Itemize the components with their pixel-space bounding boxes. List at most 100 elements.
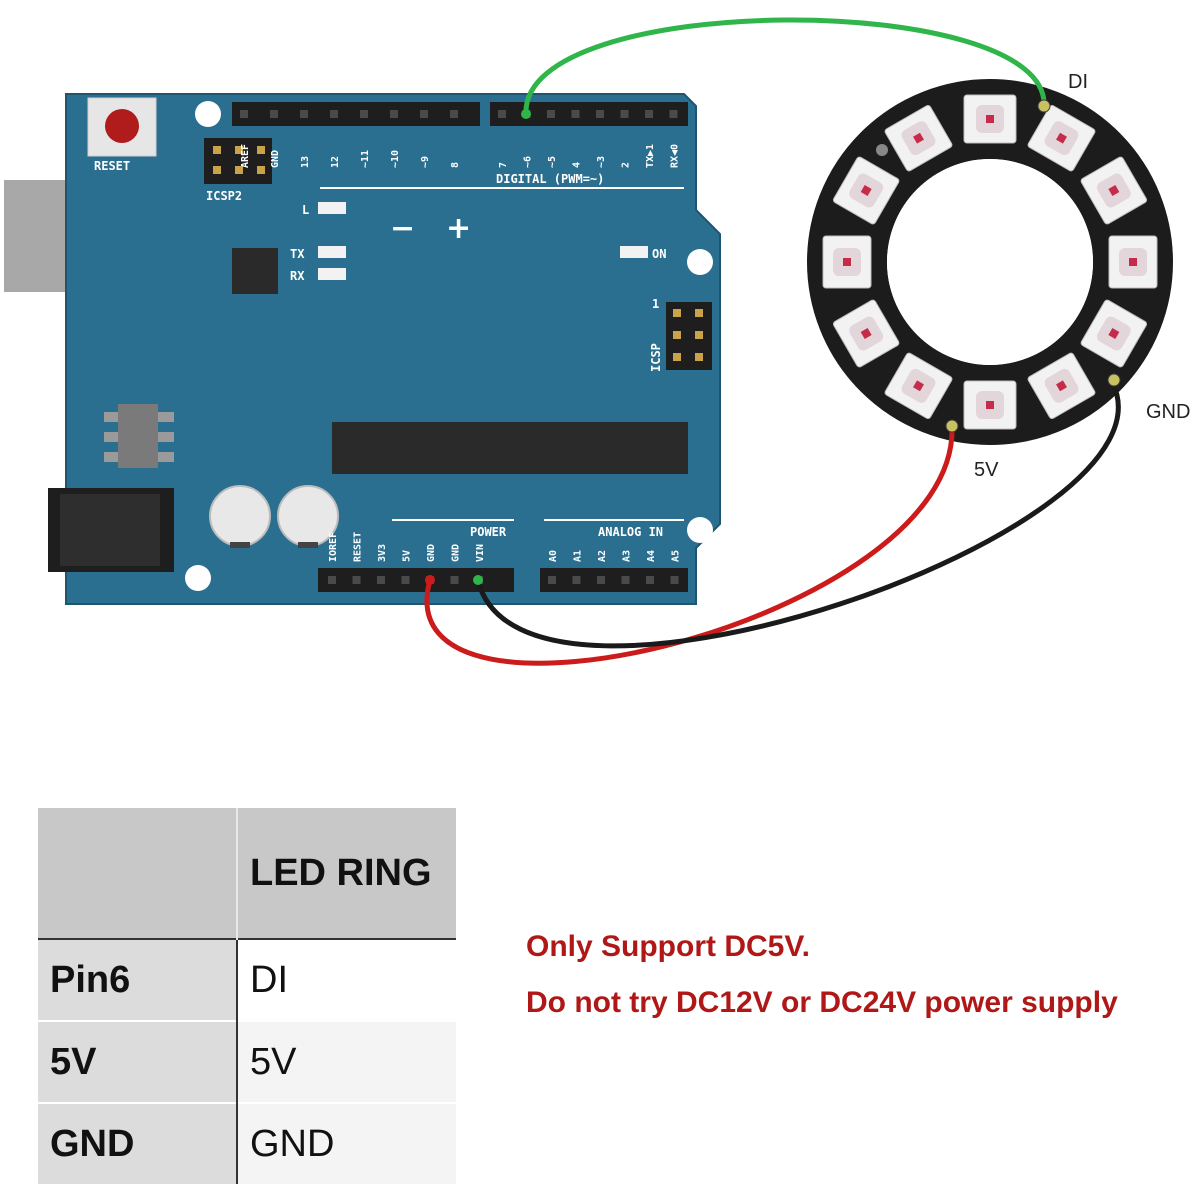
l-led xyxy=(318,202,346,214)
table-cell: GND xyxy=(237,1102,456,1184)
analog-pin-label: A1 xyxy=(573,550,584,562)
voltage-warning: Do not try DC12V or DC24V power supply xyxy=(526,986,1118,1019)
digital-pin-hole xyxy=(571,110,580,118)
ring-led xyxy=(1080,299,1148,368)
minus-mark: − xyxy=(390,211,415,246)
table-row-label: Pin6 xyxy=(38,938,238,1021)
icsp2-label: ICSP2 xyxy=(206,189,242,203)
power-pin-hole xyxy=(450,576,459,584)
analog-label: ANALOG IN xyxy=(598,525,663,539)
power-pin-label: 3V3 xyxy=(377,544,388,562)
dc-jack xyxy=(48,488,174,572)
digital-pin-hole xyxy=(420,110,428,118)
icsp-header xyxy=(666,302,712,370)
ground-wire xyxy=(475,380,1121,649)
digital-pin-label: 8 xyxy=(450,162,461,168)
analog-pin-hole xyxy=(670,576,679,584)
table-corner xyxy=(38,808,238,939)
analog-pin-label: A2 xyxy=(597,550,608,562)
gnd-pad xyxy=(1107,373,1121,387)
usb-chip xyxy=(232,248,278,294)
analog-pin-hole xyxy=(548,576,556,584)
analog-pin-label: A0 xyxy=(548,550,559,562)
digital-pin-hole xyxy=(240,110,248,118)
led-ring xyxy=(807,79,1173,445)
data-wire xyxy=(523,17,1047,115)
mount-hole xyxy=(687,249,713,275)
analog-pin-hole xyxy=(572,576,581,584)
ring-led xyxy=(963,94,1017,144)
power-pin-label: 5V xyxy=(402,550,413,562)
ring-led xyxy=(963,380,1017,430)
connection-table: LED RING Pin6 DI 5V 5V GND GND xyxy=(38,808,456,1184)
rx-label: RX xyxy=(290,269,305,283)
digital-pin-label: ~6 xyxy=(523,156,534,168)
power-pin-hole xyxy=(328,576,336,584)
ring-led xyxy=(1108,235,1158,289)
icsp-label: ICSP xyxy=(649,343,663,372)
v5-pin-pad xyxy=(425,575,435,585)
digital-pin-hole xyxy=(450,110,458,118)
digital-header-right xyxy=(490,102,688,126)
digital-pin-hole xyxy=(645,110,653,118)
table-row-label: GND xyxy=(38,1102,238,1184)
l-label: L xyxy=(302,203,309,217)
voltage-notice: Only Support DC5V. xyxy=(526,930,810,963)
on-led xyxy=(620,246,648,258)
ring-led xyxy=(884,104,953,172)
digital-label: DIGITAL (PWM=~) xyxy=(496,172,604,186)
analog-pin-label: A5 xyxy=(671,550,682,562)
icsp2-header xyxy=(204,138,272,184)
power-pin-label: VIN xyxy=(475,544,486,562)
rx-led xyxy=(318,268,346,280)
table-cell: DI xyxy=(237,938,456,1021)
power-pin-label: IOREF xyxy=(328,532,339,562)
power-pin-label: GND xyxy=(426,544,437,562)
power-header xyxy=(318,568,514,592)
digital-pin-label: 4 xyxy=(572,162,583,168)
digital-pin-label: ~5 xyxy=(547,156,558,168)
reset-label: RESET xyxy=(94,159,130,173)
ring-led xyxy=(884,352,953,420)
microcontroller-chip xyxy=(332,422,688,474)
digital-pin-hole xyxy=(547,110,555,118)
table-row: 5V 5V xyxy=(38,1020,456,1103)
on-label: ON xyxy=(652,247,666,261)
capacitor xyxy=(277,485,339,548)
table-row-label: 5V xyxy=(38,1020,238,1103)
digital-pin-label: 7 xyxy=(498,162,509,168)
ring-led xyxy=(822,235,872,289)
mount-hole xyxy=(185,565,211,591)
gnd-label: GND xyxy=(1146,401,1190,423)
ring-led-group xyxy=(822,94,1158,430)
analog-header xyxy=(540,568,688,592)
ring-led xyxy=(1080,156,1148,225)
digital-pin-hole xyxy=(270,110,278,118)
analog-pin-hole xyxy=(597,576,605,584)
digital-pin-hole xyxy=(620,110,629,118)
digital-pin-label: ~9 xyxy=(420,156,431,168)
ring-led xyxy=(832,156,900,225)
table-row: GND GND xyxy=(38,1102,456,1184)
digital-pin-hole xyxy=(498,110,506,118)
v5-label: 5V xyxy=(974,459,999,481)
analog-pin-hole xyxy=(621,576,630,584)
reset-button[interactable] xyxy=(87,97,157,157)
table-header-led-ring: LED RING xyxy=(237,808,456,939)
tx-label: TX xyxy=(290,247,305,261)
v5-pad xyxy=(945,419,959,433)
digital-pin-label: GND xyxy=(270,150,281,168)
analog-pin-label: A3 xyxy=(622,550,633,562)
mount-hole xyxy=(687,517,713,543)
digital-pin-label: ~3 xyxy=(596,156,607,168)
digital-pin-hole xyxy=(390,110,398,118)
capacitor xyxy=(209,485,271,548)
digital-pin-hole xyxy=(300,110,308,118)
digital-pin-label: TX▶1 xyxy=(645,144,656,168)
digital-pin-label: ~10 xyxy=(390,150,401,168)
di-pad xyxy=(1037,99,1051,113)
